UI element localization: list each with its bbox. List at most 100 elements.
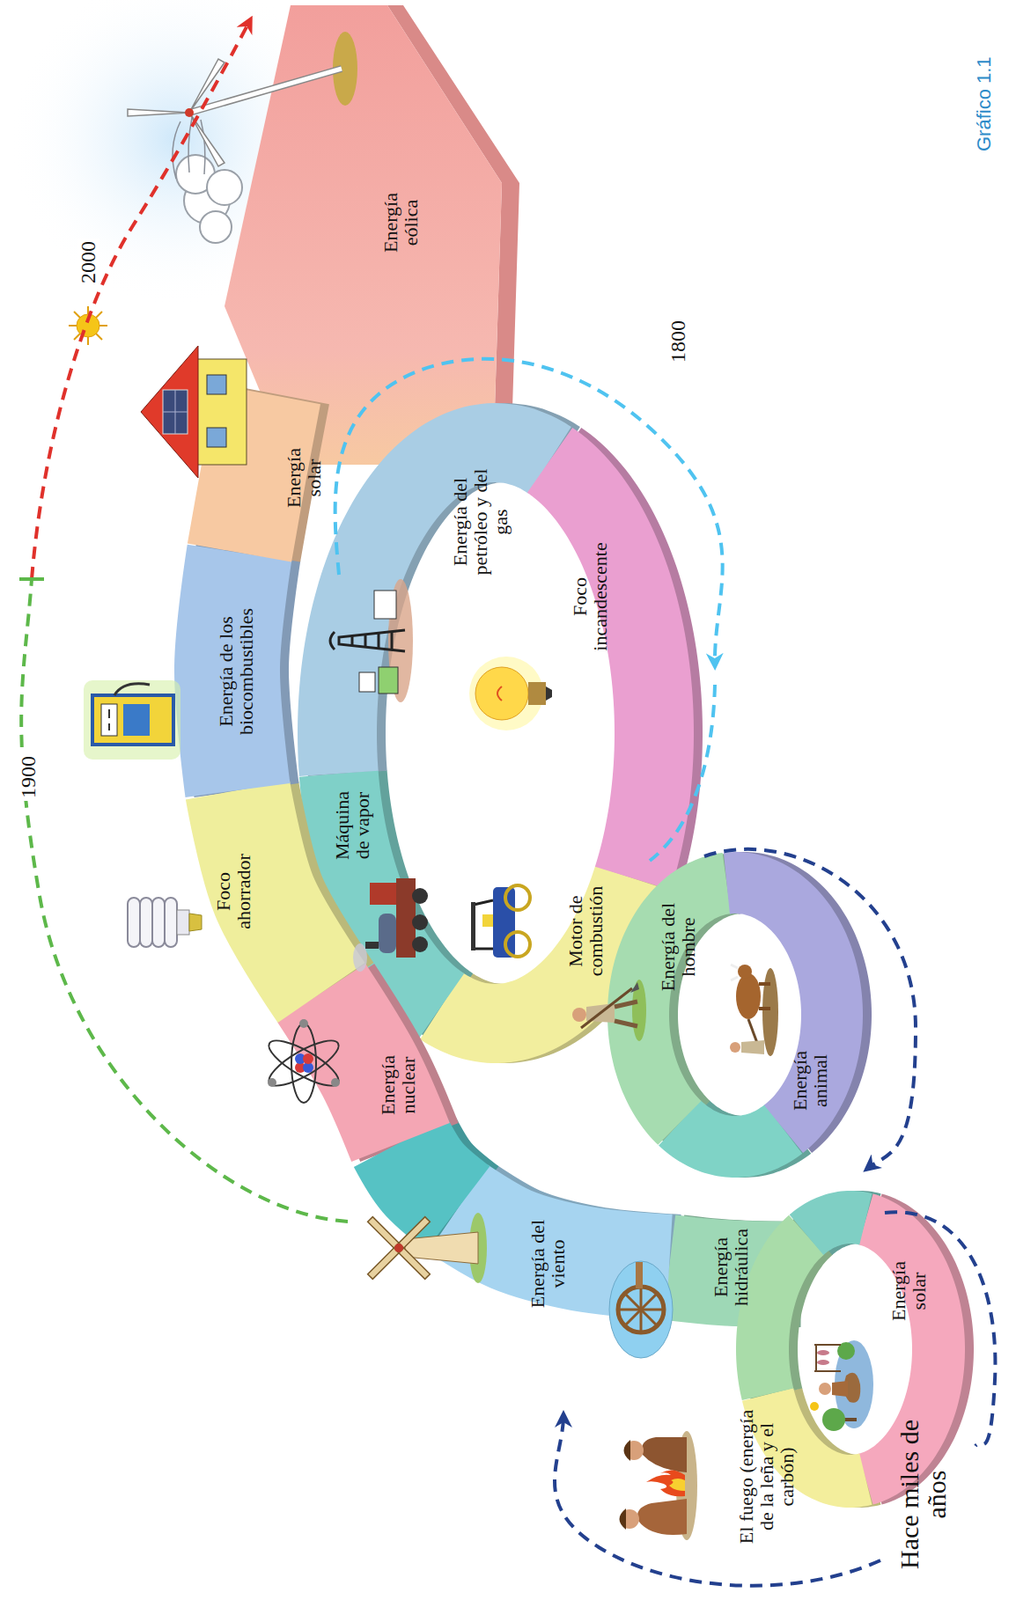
band-label-box: Energía de los biocombustibles — [213, 603, 258, 741]
band-label-box: Energía del petróleo y del gas — [448, 456, 513, 589]
fire-scene — [637, 1499, 687, 1536]
era-tick — [19, 577, 45, 582]
steam-engine — [412, 914, 428, 931]
era-arrow — [704, 849, 916, 1170]
wind-turbine — [199, 211, 232, 243]
fire-scene — [624, 1440, 632, 1462]
band-label: Energía hidráulica — [710, 1220, 751, 1316]
water-wheel — [618, 1287, 664, 1333]
fuel-pump — [92, 695, 174, 745]
solar-drying-scene — [817, 1350, 830, 1356]
wind-turbine — [127, 109, 190, 117]
farmer-with-hoe — [614, 1001, 638, 1027]
solar-house — [162, 390, 188, 435]
ribbon-segment — [441, 878, 633, 1024]
fuel-pump — [114, 684, 150, 696]
ribbon-segment — [762, 1235, 807, 1395]
fuel-pump — [108, 723, 111, 731]
ox-plough — [762, 968, 779, 1057]
cfl-bulb — [139, 898, 153, 948]
ribbon-segment — [679, 1123, 784, 1148]
water-wheel — [625, 1294, 657, 1326]
ox-plough — [729, 964, 779, 1057]
band-label: El fuego (energía de la leña y el carbón… — [736, 1400, 797, 1554]
band-label-box: Energía eólica — [378, 181, 423, 266]
cfl-bulb — [152, 898, 165, 948]
oil-derrick — [374, 590, 397, 619]
solar-house — [162, 390, 188, 435]
year-label: 2000 — [77, 238, 100, 287]
solar-drying-scene — [822, 1408, 846, 1432]
era-arrow — [554, 1415, 881, 1587]
solar-drying-scene — [814, 1344, 841, 1347]
fuel-pump — [83, 680, 181, 760]
oil-derrick — [378, 667, 398, 694]
band-label-box: Energía animal — [787, 1039, 832, 1124]
ribbon-segment — [726, 883, 832, 1130]
atom — [263, 1032, 345, 1094]
era-arrow — [649, 684, 715, 862]
water-wheel — [618, 1287, 664, 1333]
band-label: Energía del viento — [527, 1214, 568, 1315]
early-car — [471, 885, 531, 958]
ribbon-loop — [227, 394, 802, 1275]
era-arrows — [21, 20, 995, 1587]
wind-turbine — [200, 119, 206, 175]
steam-engine — [353, 943, 368, 972]
era-arrow — [884, 1212, 995, 1447]
band-label-box: Foco ahorrador — [211, 842, 256, 942]
band-label-box: Máquina de vapor — [330, 780, 375, 872]
solar-drying-scene — [817, 1360, 830, 1366]
atom — [267, 1078, 277, 1088]
year-label: 1800 — [667, 317, 690, 366]
fuel-pump — [101, 704, 118, 737]
windmill — [398, 1248, 430, 1280]
band-label: Energía solar — [888, 1252, 929, 1331]
solar-drying-scene — [815, 1345, 818, 1372]
steam-engine — [365, 942, 379, 950]
solar-drying-scene — [831, 1381, 848, 1398]
incandescent-bulb — [469, 656, 553, 731]
wind-turbine — [127, 58, 225, 167]
ribbon-segment — [806, 1217, 866, 1236]
solar-house — [193, 359, 247, 465]
oil-derrick — [330, 630, 405, 652]
steam-engine — [378, 913, 397, 954]
band-label: Motor de combustión — [565, 880, 606, 983]
cfl-bulb — [189, 913, 202, 932]
band-label: Energía del petróleo y del gas — [449, 457, 511, 587]
water-wheel — [609, 1261, 673, 1359]
sun — [68, 306, 108, 346]
wind-turbine — [176, 154, 243, 243]
farmer-with-hoe — [572, 979, 647, 1042]
fuel-pump — [123, 704, 150, 737]
ox-plough — [729, 1042, 741, 1053]
incandescent-bulb — [545, 686, 553, 701]
ox-plough — [758, 982, 771, 987]
cfl-bulb — [127, 898, 140, 948]
solar-drying-scene — [814, 1345, 841, 1372]
incandescent-bulb — [475, 667, 529, 721]
band-label-box: Energía solar — [886, 1251, 931, 1333]
cfl-bulb — [127, 898, 202, 948]
ox-plough — [737, 964, 752, 980]
oil-derrick — [338, 630, 405, 652]
atom — [331, 1078, 340, 1088]
oil-derrick — [330, 632, 335, 650]
oil-derrick — [352, 632, 392, 650]
ox-plough — [758, 1007, 771, 1011]
fire-scene — [619, 1431, 699, 1541]
wind-turbine — [206, 169, 243, 206]
band-label: Energía solar — [283, 438, 324, 519]
band-label-box: Energía del viento — [525, 1212, 570, 1317]
windmill — [341, 1191, 487, 1306]
solar-house — [140, 346, 247, 479]
band-label-box: Foco incandescente — [567, 534, 612, 660]
ribbon-segment — [337, 442, 551, 774]
atom — [299, 1019, 309, 1029]
ribbon-segment — [550, 460, 655, 879]
water-wheel — [625, 1294, 657, 1326]
band-label: Máquina de vapor — [331, 781, 373, 870]
